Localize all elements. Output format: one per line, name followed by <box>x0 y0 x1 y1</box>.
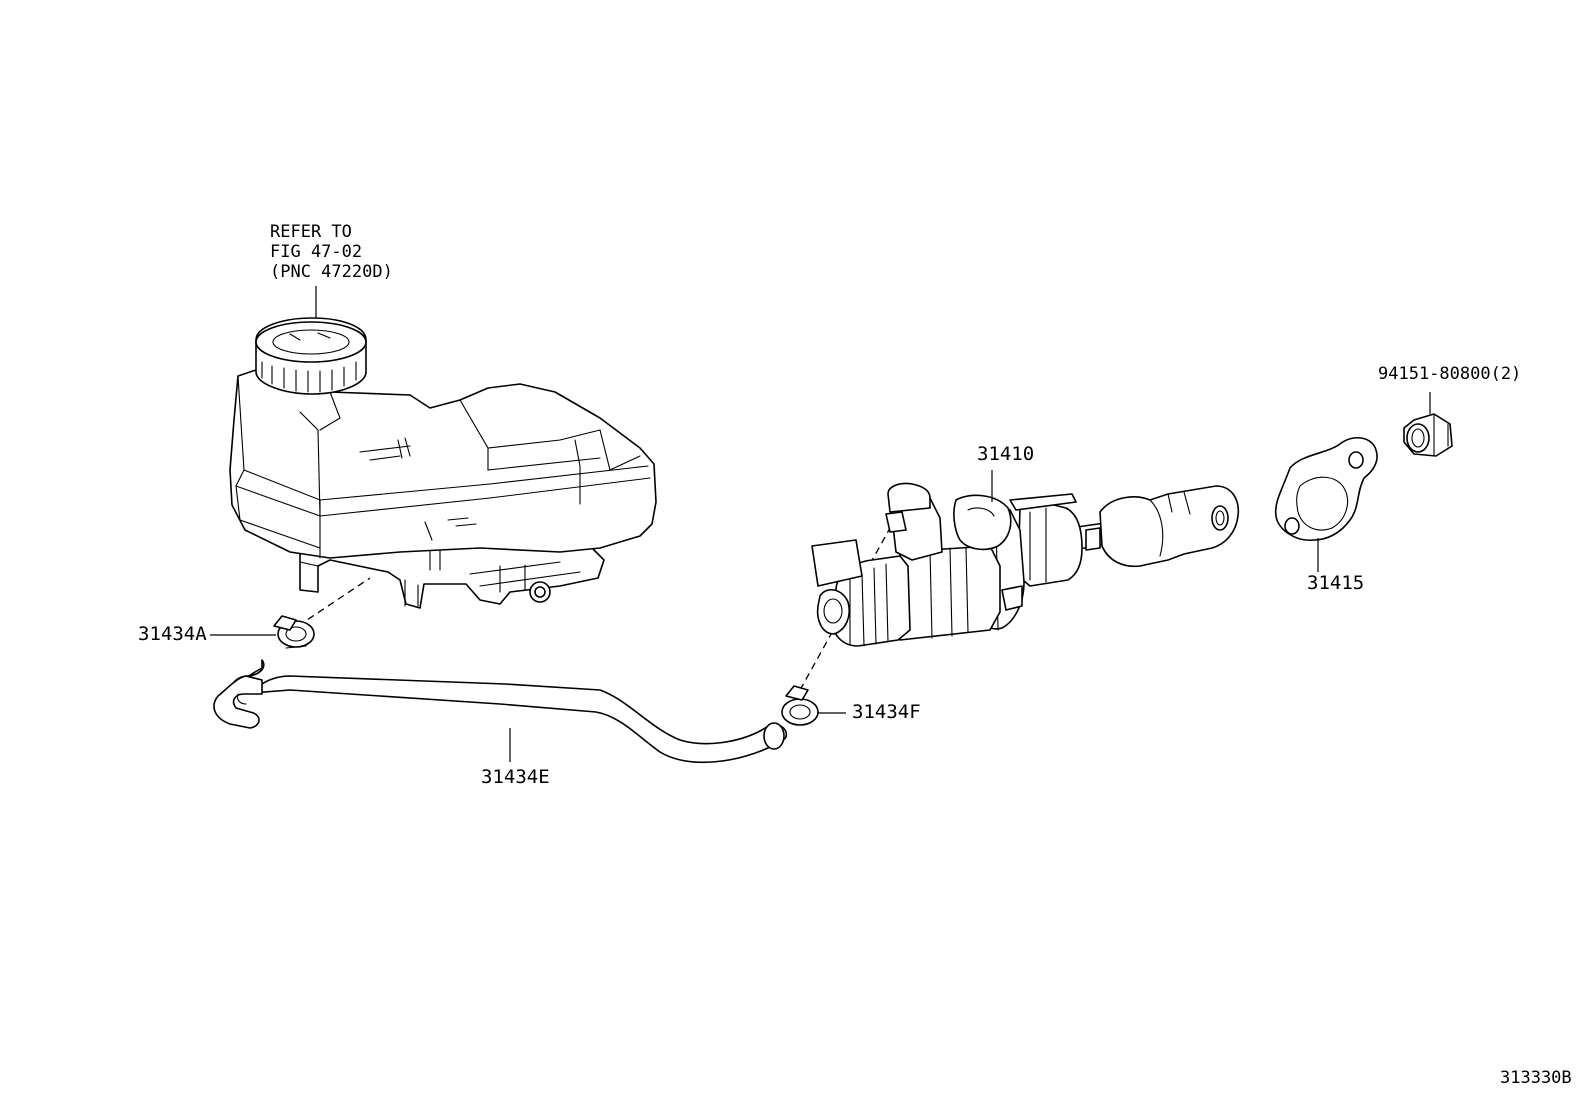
hose-clip-icon <box>273 615 315 649</box>
label-94151-80800[interactable]: 94151-80800(2) <box>1378 364 1522 384</box>
clutch-master-cylinder-icon <box>811 482 1240 647</box>
label-31434E[interactable]: 31434E <box>481 766 550 788</box>
reservoir-hose-icon <box>213 659 788 764</box>
gasket-icon <box>1274 437 1378 541</box>
reference-note-line-1: REFER TO <box>270 222 352 242</box>
reference-note-line-2: FIG 47-02 <box>270 242 363 262</box>
brake-fluid-reservoir-icon <box>229 317 657 609</box>
label-31434A[interactable]: 31434A <box>138 623 207 645</box>
label-31415[interactable]: 31415 <box>1307 572 1365 594</box>
assembly-line-f <box>799 527 891 691</box>
figure-id: 313330B <box>1500 1068 1572 1088</box>
label-31410[interactable]: 31410 <box>977 443 1035 465</box>
reference-note-line-3: (PNC 47220D) <box>270 262 393 282</box>
assembly-line-a <box>297 577 371 627</box>
hose-clip-icon <box>781 685 819 726</box>
nut-icon <box>1403 413 1453 457</box>
reference-note: REFER TO FIG 47-02 (PNC 47220D) <box>270 222 393 282</box>
label-31434F[interactable]: 31434F <box>852 701 921 723</box>
